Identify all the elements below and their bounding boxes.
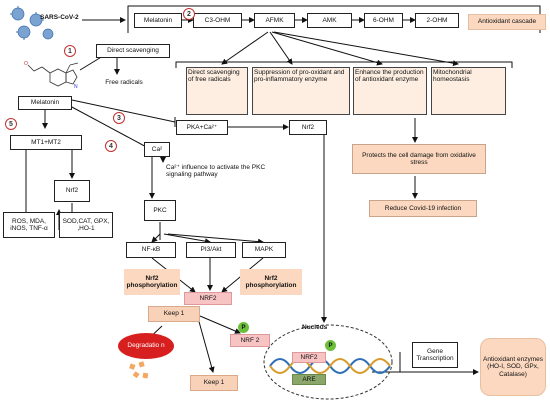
- free-radicals: Free radicals: [105, 79, 143, 86]
- nrf2-phosphorylation-left: Nrf2 phosphorylation: [124, 269, 180, 295]
- induced-enzymes-box: SOD,CAT, GPX, ,HO-1: [59, 212, 113, 238]
- chain-6-ohm: 6-OHM: [364, 13, 403, 28]
- step-3-badge: 3: [113, 112, 125, 124]
- reduce-covid-box: Reduce Covid-19 infection: [369, 200, 477, 217]
- nrf2-left-box: Nrf2: [54, 180, 90, 202]
- nrf2-phosphorylated-box: NRF 2: [230, 334, 270, 347]
- nrf2-center-box: NRF2: [184, 292, 232, 305]
- step-4-badge: 4: [105, 140, 117, 152]
- chain-melatonin: Melatonin: [134, 13, 182, 28]
- protects-cell-box: Protects the cell damage from oxidative …: [352, 144, 486, 174]
- svg-text:N: N: [74, 84, 78, 90]
- svg-text:O: O: [24, 61, 28, 67]
- antioxidant-cascade: Antioxidant cascade: [468, 14, 546, 30]
- nrf2-phosphorylation-right: Nrf2 phosphorylation: [240, 269, 302, 295]
- chain-amk: AMK: [307, 13, 352, 28]
- effect-suppression: Suppression of pro-oxidant and pro-infla…: [252, 67, 350, 115]
- gene-transcription-box: Gene Transcription: [412, 342, 458, 368]
- nrf2-mid-box: Nrf2: [289, 120, 327, 135]
- pathway-nfkb: NF-κB: [126, 242, 176, 258]
- inhibited-markers-box: ROS, MDA, iNOS, TNF-α: [3, 212, 55, 238]
- step-2-badge: 2: [183, 8, 195, 20]
- calcium-box: Ca²: [144, 142, 170, 157]
- phosphate-icon: P: [238, 322, 249, 333]
- step-1-badge: 1: [64, 45, 76, 57]
- chain-c3-ohm: C3-OHM: [193, 13, 242, 28]
- direct-scavenging: Direct scavenging: [96, 44, 170, 58]
- chain-afmk: AFMK: [254, 13, 295, 28]
- virus-icon: [2, 2, 82, 42]
- chain-2-ohm: 2-OHM: [415, 13, 459, 28]
- antioxidant-enzymes-box: Antioxidant enzymes (HO-I, SOD, GPx, Cat…: [480, 338, 546, 396]
- fragments-icon: [128, 360, 152, 384]
- pkc-box: PKC: [144, 200, 176, 221]
- effect-enhance-antioxidant: Enhance the production of antioxidant en…: [353, 67, 427, 115]
- effect-mitochondrial: Mitochondrial homeostasis: [431, 67, 506, 115]
- melatonin-box: Melatonin: [18, 96, 72, 110]
- melatonin-molecule-icon: O N: [22, 55, 82, 93]
- step-5-badge: 5: [5, 118, 17, 130]
- calcium-influence: Ca²⁺ influence to activate the PKC signa…: [166, 164, 266, 179]
- virus-label: SARS-CoV-2: [40, 14, 79, 21]
- pathway-pi3-akt: PI3/Akt: [186, 242, 236, 258]
- nucleus-label: Nucleus: [302, 324, 328, 331]
- degradation-ellipse: Degradatio n: [118, 333, 174, 359]
- pathway-mapk: MAPK: [242, 242, 286, 258]
- pka-ca-box: PKA+Ca²⁺: [176, 120, 228, 135]
- nucleus-nrf2-box: NRF2: [292, 352, 326, 363]
- keep1-bottom-box: Keep 1: [190, 375, 238, 391]
- nucleus-phosphate-icon: P: [325, 340, 336, 351]
- are-box: ARE: [292, 374, 326, 385]
- mt-receptor-box: MT1+MT2: [10, 135, 82, 150]
- keep1-top-box: Keep 1: [148, 306, 200, 322]
- effect-direct-scavenging: Direct scavenging of free radicals: [186, 67, 248, 115]
